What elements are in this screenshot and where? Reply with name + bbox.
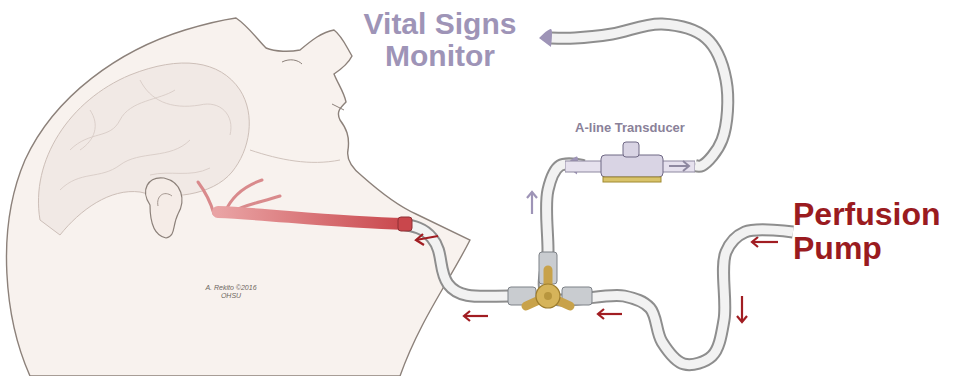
jaw-line — [250, 150, 340, 162]
arrow-head — [539, 29, 552, 47]
device-name: A-line Transducer — [565, 120, 695, 136]
device-name: Perfusion Pump — [793, 198, 963, 265]
pressure-arrow — [527, 192, 537, 214]
drawing-part — [416, 234, 424, 245]
drawing-part — [669, 161, 689, 171]
device-label: Perfusion Pump — [793, 198, 963, 265]
artist-signature: A. Rekito ©2016 OHSU — [203, 284, 259, 300]
drawing-part — [80, 110, 95, 150]
tube-outline — [402, 224, 512, 296]
drawing-part — [623, 142, 639, 157]
transducer-symbol — [565, 136, 695, 186]
drawing-part — [536, 284, 560, 308]
ear-inner — [158, 194, 172, 206]
head-outline — [6, 18, 470, 376]
drawing-part — [603, 177, 661, 182]
eye — [282, 60, 302, 64]
drawing-part — [464, 311, 470, 321]
drawing-part — [544, 292, 552, 300]
tube-lumen — [402, 224, 512, 296]
tube-lumen — [544, 164, 793, 365]
mouth — [332, 104, 344, 110]
tube-lumen — [551, 24, 728, 166]
drawing-part — [140, 80, 231, 135]
drawing-part — [150, 168, 210, 175]
drawing-part — [741, 296, 743, 322]
tubing-connector — [544, 157, 793, 365]
drawing-part — [601, 155, 663, 177]
three-way-stopcock — [508, 252, 592, 308]
drawing-part — [527, 192, 537, 198]
arterial-catheter — [218, 212, 405, 224]
drawing-part — [464, 315, 488, 317]
drawing-part — [598, 313, 622, 315]
device-label: Vital Signs Monitor — [345, 8, 535, 71]
drawing-part — [752, 241, 778, 243]
drawing-part — [70, 90, 175, 150]
drawing-part — [531, 192, 533, 214]
drawing-part — [737, 316, 747, 322]
tube-outline — [544, 164, 793, 365]
catheter-hub — [398, 217, 412, 231]
tubing-connector — [539, 24, 728, 166]
brain-folds — [60, 80, 231, 190]
drawing-part — [752, 237, 758, 247]
drawing-part — [598, 309, 604, 319]
transducer-label: A-line Transducer — [565, 120, 695, 186]
tube-outline — [551, 24, 728, 166]
device-name: Vital Signs Monitor — [345, 8, 535, 71]
drawing-part — [198, 182, 214, 214]
ear — [146, 178, 182, 238]
